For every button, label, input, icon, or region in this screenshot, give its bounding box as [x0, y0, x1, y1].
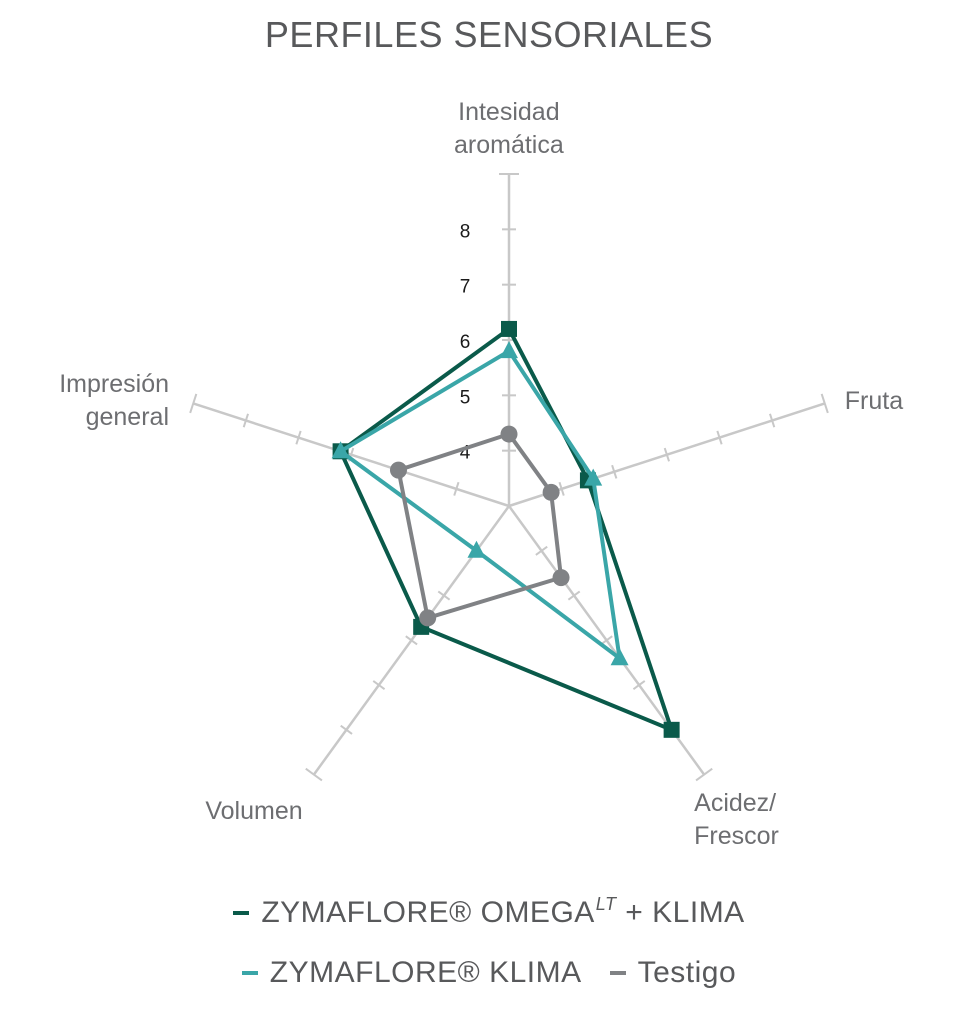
axis-tick-1-4 — [558, 481, 565, 496]
legend-item-testigo: Testigo — [609, 956, 737, 990]
scale-label-6: 6 — [460, 332, 471, 353]
axis-tick-2-5 — [567, 590, 581, 601]
axis-label-1-line-0: Fruta — [844, 387, 904, 416]
axis-label-0-line-1: aromática — [454, 131, 564, 159]
axis-tick-1-6 — [663, 447, 670, 462]
axis-label-4-line-0: Impresión — [59, 370, 169, 399]
series-1-point-0 — [500, 341, 518, 359]
series-1-point-4 — [331, 441, 350, 459]
series-1-point-3 — [467, 540, 486, 558]
series-line-2 — [396, 431, 564, 621]
legend-row-1: ZYMAFLORE® OMEGALT + KLIMA — [0, 894, 978, 930]
axis-tick-1-7 — [716, 430, 723, 445]
axis-tick-4-9 — [189, 393, 198, 414]
axis-tick-3-6 — [405, 635, 418, 646]
axis-label-3-line-0: Volumen — [205, 796, 303, 825]
axis-label-0: Intesidad aromática — [454, 96, 564, 162]
axis-label-3: Volumen — [205, 795, 302, 828]
axis-tick-1-8 — [769, 413, 776, 428]
axis-tick-2-6 — [600, 635, 613, 646]
legend-row-2: ZYMAFLORE® KLIMA Testigo — [0, 956, 978, 990]
axis-label-1: Fruta — [845, 385, 903, 418]
axis-tick-4-4 — [453, 481, 460, 496]
series-0-point-0 — [501, 320, 517, 337]
axis-tick-3-7 — [372, 680, 386, 690]
axis-tick-1-5 — [611, 464, 618, 479]
axis-tick-3-8 — [340, 724, 353, 735]
axis-tick-1-9 — [820, 393, 829, 414]
legend-item-klima: ZYMAFLORE® KLIMA — [241, 956, 582, 990]
series-0-point-2 — [663, 721, 680, 738]
series-2-point-4 — [389, 461, 407, 479]
legend-swatch-omega-klima — [233, 911, 250, 915]
axis-tick-3-5 — [437, 590, 451, 601]
legend-swatch-klima — [241, 971, 258, 975]
axis-tick-4-8 — [242, 413, 249, 428]
axis-tick-2-4 — [535, 545, 548, 556]
series-2-point-1 — [542, 483, 560, 501]
legend-label-testigo: Testigo — [637, 956, 737, 989]
legend-label-omega-klima: ZYMAFLORE® OMEGALT + KLIMA — [261, 894, 745, 929]
chart-title: PERFILES SENSORIALES — [264, 14, 714, 55]
scale-label-5: 5 — [460, 387, 471, 408]
series-2-point-2 — [552, 569, 570, 587]
axis-tick-3-9 — [305, 767, 323, 782]
axis-tick-2-9 — [695, 767, 713, 782]
axis-label-4: Impresión general — [59, 368, 169, 434]
axis-label-2-line-1: Frescor — [694, 821, 779, 850]
series-1-point-1 — [584, 468, 603, 486]
series-line-1 — [336, 348, 623, 663]
axis-label-0-line-0: Intesidad — [458, 98, 560, 126]
legend-label-klima: ZYMAFLORE® KLIMA — [269, 956, 582, 989]
axis-tick-4-7 — [295, 430, 302, 445]
scale-label-7: 7 — [460, 277, 471, 298]
legend-swatch-testigo — [609, 971, 626, 975]
scale-label-4: 4 — [460, 443, 471, 464]
series-line-0 — [338, 325, 675, 734]
axis-label-2: Acidez/Frescor — [694, 787, 779, 853]
scale-label-8: 8 — [460, 221, 471, 242]
series-2-point-3 — [419, 609, 437, 627]
axis-tick-2-7 — [632, 680, 646, 690]
axis-label-4-line-1: general — [85, 403, 169, 432]
series-1-point-2 — [610, 648, 629, 666]
legend-item-omega-klima: ZYMAFLORE® OMEGALT + KLIMA — [233, 894, 745, 930]
series-2-point-0 — [500, 425, 518, 443]
axis-label-2-line-0: Acidez/ — [694, 788, 777, 817]
